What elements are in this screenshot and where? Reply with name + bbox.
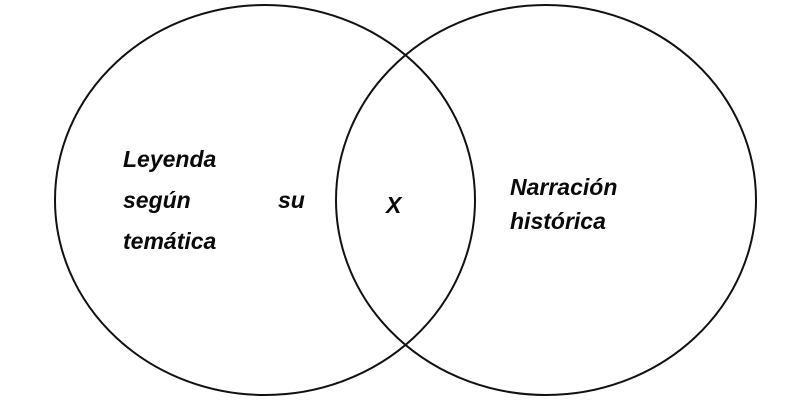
right-label-line-1: Narración: [510, 174, 618, 200]
left-label-extra-word: su: [278, 187, 305, 213]
left-label-line-1: Leyenda: [123, 146, 217, 172]
right-circle: [335, 4, 757, 396]
left-label-line-2: según: [123, 187, 191, 213]
right-label-line-2: histórica: [510, 208, 606, 234]
left-label-line-3: temática: [123, 228, 217, 254]
left-circle: [54, 4, 476, 396]
intersection-label: X: [386, 192, 402, 218]
